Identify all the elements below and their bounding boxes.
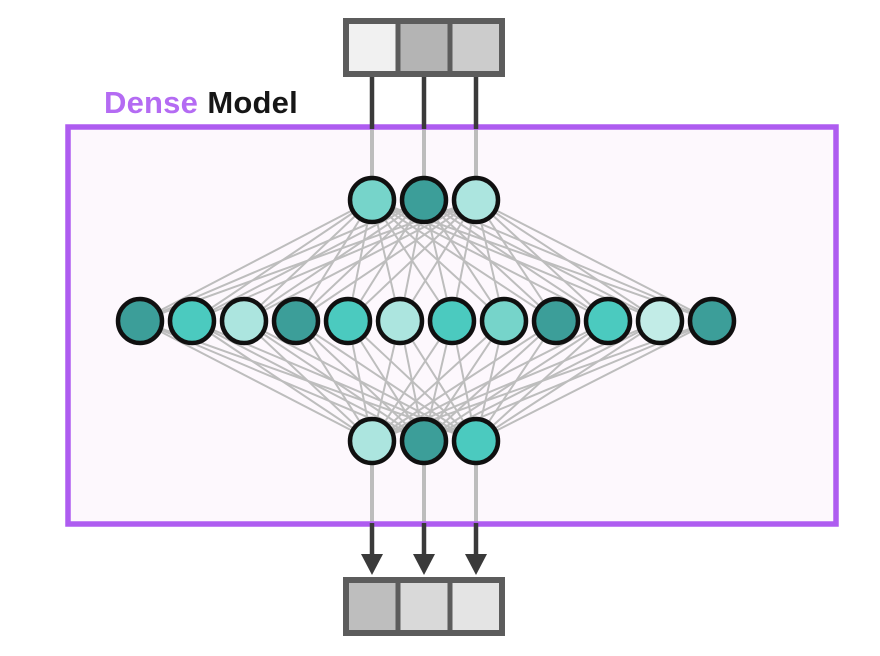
mesh-line xyxy=(191,320,373,442)
input-connector-lines xyxy=(369,74,479,129)
hidden-layer-node xyxy=(375,296,425,346)
hidden-layer-node xyxy=(427,296,477,346)
top-layer-node xyxy=(451,175,501,225)
top-layer-node xyxy=(347,175,397,225)
input-token-strip-border xyxy=(343,18,505,77)
mesh-line xyxy=(243,320,373,442)
top-layer xyxy=(347,175,501,225)
hidden-layer-node xyxy=(271,296,321,346)
output-arrows xyxy=(361,523,487,575)
mesh-line xyxy=(371,320,505,442)
title-rest: Model xyxy=(207,85,298,120)
output-token-strip-cell xyxy=(346,580,398,633)
hidden-layer-node xyxy=(323,296,373,346)
mesh-line xyxy=(475,199,609,322)
arrow-head-icon xyxy=(465,554,487,575)
output-token-strip-border xyxy=(343,577,505,636)
input-token-strip-cell xyxy=(398,21,450,74)
bottom-layer xyxy=(347,416,501,466)
mesh-line xyxy=(475,199,661,322)
hidden-layer-node xyxy=(531,296,581,346)
output-token-strip-cell xyxy=(398,580,450,633)
bottom-layer-node xyxy=(347,416,397,466)
hidden-layer-node xyxy=(583,296,633,346)
output-token-strip-cell xyxy=(450,580,502,633)
input-token-strip-cell xyxy=(346,21,398,74)
input-token-strip xyxy=(343,18,505,77)
input-token-strip-cell xyxy=(450,21,502,74)
dense-model-border xyxy=(65,124,839,527)
hidden-layer-node xyxy=(219,296,269,346)
middle-layer xyxy=(115,296,737,346)
hidden-layer-node xyxy=(115,296,165,346)
title-highlight: Dense xyxy=(104,85,199,120)
output-token-strip xyxy=(343,577,505,636)
top-layer-node xyxy=(399,175,449,225)
bottom-layer-node xyxy=(399,416,449,466)
arrow-head-icon xyxy=(361,554,383,575)
hidden-layer-node xyxy=(635,296,685,346)
hidden-layer-node xyxy=(167,296,217,346)
mesh-line xyxy=(295,199,477,322)
bottom-layer-node xyxy=(451,416,501,466)
hidden-layer-node xyxy=(479,296,529,346)
arrow-head-icon xyxy=(413,554,435,575)
hidden-layer-node xyxy=(687,296,737,346)
mesh-line xyxy=(347,199,477,322)
mesh-line xyxy=(371,320,557,442)
